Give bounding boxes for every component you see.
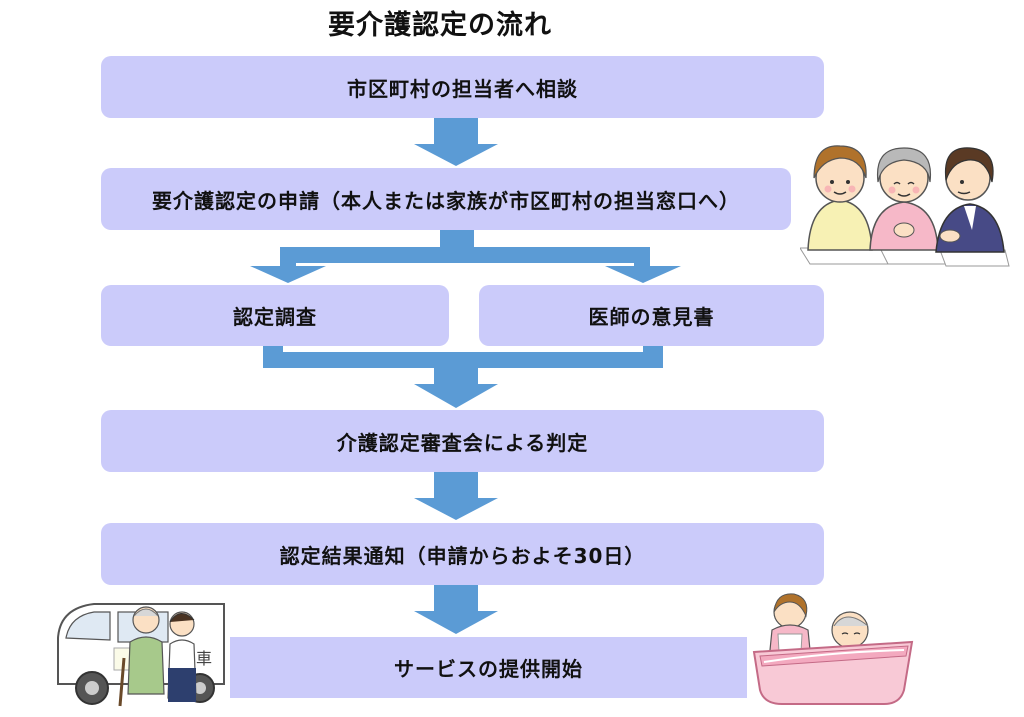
arrow-apply-to-branches — [250, 230, 681, 283]
family-consultation-illustration — [800, 145, 1010, 267]
arrow-result-to-service — [414, 585, 498, 634]
arrow-branches-to-review — [263, 346, 663, 408]
step-survey-box: 認定調査 — [101, 285, 449, 346]
step-doctor-opinion-box: 医師の意見書 — [479, 285, 824, 346]
step-service-start-box: サービスの提供開始 — [230, 637, 747, 698]
care-van-illustration: ✿ 車 — [57, 603, 225, 707]
van-sign-text: 車 — [196, 649, 212, 668]
arrow-consult-to-apply — [414, 118, 498, 166]
step-apply-box: 要介護認定の申請（本人または家族が市区町村の担当窓口へ） — [101, 168, 791, 230]
step-consult-box: 市区町村の担当者へ相談 — [101, 56, 824, 118]
arrow-review-to-result — [414, 472, 498, 520]
diagram-title: 要介護認定の流れ — [328, 10, 552, 41]
step-result-notice-box: 認定結果通知（申請からおよそ30日） — [101, 523, 824, 585]
step-review-box: 介護認定審査会による判定 — [101, 410, 824, 472]
bathing-care-illustration — [752, 593, 914, 705]
